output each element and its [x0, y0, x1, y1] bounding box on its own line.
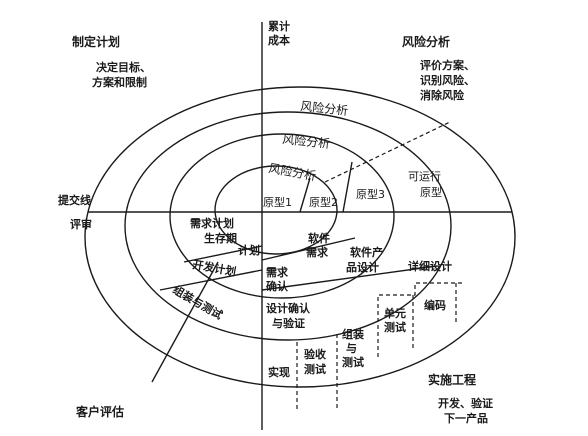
detailed-design-divider — [261, 265, 438, 291]
integration-test-line-2: 与 — [346, 342, 357, 355]
prototype-3: 原型3 — [356, 187, 385, 201]
software-requirements-line-2: 需求 — [306, 245, 329, 259]
lifecycle: 生存期 — [204, 231, 237, 245]
software-requirements-line-1: 软件 — [308, 231, 330, 245]
spiral-loop-outer — [84, 86, 516, 388]
prototype-2: 原型2 — [309, 195, 338, 209]
risk-analysis-middle: 风险分析 — [282, 131, 331, 151]
coding: 编码 — [424, 298, 446, 312]
customer-evaluation-pointer — [151, 261, 219, 383]
quadrant-risk-line-1: 评价方案、 — [420, 58, 475, 72]
plan-divider-1 — [183, 245, 263, 263]
acceptance-test-line-2: 测试 — [304, 362, 326, 376]
quadrant-plan-line-2: 方案和限制 — [92, 75, 147, 89]
development-plan: 开发计划 — [191, 257, 237, 278]
requirements-validation-line-1: 需求 — [266, 265, 289, 279]
quadrant-implement-line-2: 下一产品 — [444, 411, 488, 425]
spiral-loop-inner — [214, 165, 338, 255]
requirements-validation-line-2: 确认 — [266, 279, 289, 293]
prototype-1: 原型1 — [263, 195, 292, 209]
detailed-design: 详细设计 — [408, 259, 452, 273]
axis-label-review: 评审 — [70, 217, 92, 231]
design-validation-line-1: 设计确认 — [266, 301, 311, 315]
quadrant-plan-line-1: 决定目标、 — [96, 60, 151, 74]
risk-analysis-inner: 风险分析 — [267, 160, 317, 183]
requirements-plan: 需求计划 — [190, 216, 234, 230]
acceptance-test-line-1: 验收 — [304, 347, 326, 361]
quadrant-risk-line-3: 消除风险 — [420, 88, 465, 102]
quadrant-implement-line-1: 开发、验证 — [438, 396, 493, 410]
design-divider — [261, 237, 356, 261]
spiral-loop-second — [169, 133, 395, 299]
axis-label-cumulative: 累计 — [268, 19, 290, 33]
software-product-design-line-2: 品设计 — [346, 260, 379, 274]
quadrant-evaluation-title: 客户评估 — [75, 404, 124, 419]
design-validation-line-2: 与验证 — [272, 316, 305, 330]
test-boundary-upper — [377, 282, 465, 357]
integration-test-line-3: 测试 — [342, 355, 364, 369]
quadrant-plan-title: 制定计划 — [72, 34, 120, 49]
software-product-design-line-1: 软件产 — [350, 245, 383, 259]
prototype-divider-1 — [299, 177, 311, 213]
integration-test-plan: 组装与测试 — [171, 282, 226, 322]
unit-test-line-2: 测试 — [384, 320, 406, 334]
risk-analysis-outer: 风险分析 — [300, 98, 349, 118]
integration-test-line-1: 组装 — [342, 327, 364, 341]
quadrant-risk-line-2: 识别风险、 — [420, 73, 475, 87]
lifecycle-plan: 计划 — [238, 243, 260, 257]
axis-label-commit-line: 提交线 — [58, 193, 91, 207]
prototype-divider-3 — [324, 121, 451, 183]
unit-test-line-1: 单元 — [384, 306, 406, 320]
operational-prototype-line-2: 原型 — [420, 185, 442, 199]
quadrant-implement-title: 实施工程 — [428, 372, 476, 387]
axis-label-cost: 成本 — [268, 33, 290, 47]
implementation: 实现 — [268, 365, 290, 379]
spiral-loop-third — [124, 111, 452, 341]
quadrant-risk-title: 风险分析 — [402, 34, 450, 49]
operational-prototype-line-1: 可运行 — [408, 170, 441, 183]
plan-divider-2 — [159, 269, 263, 291]
